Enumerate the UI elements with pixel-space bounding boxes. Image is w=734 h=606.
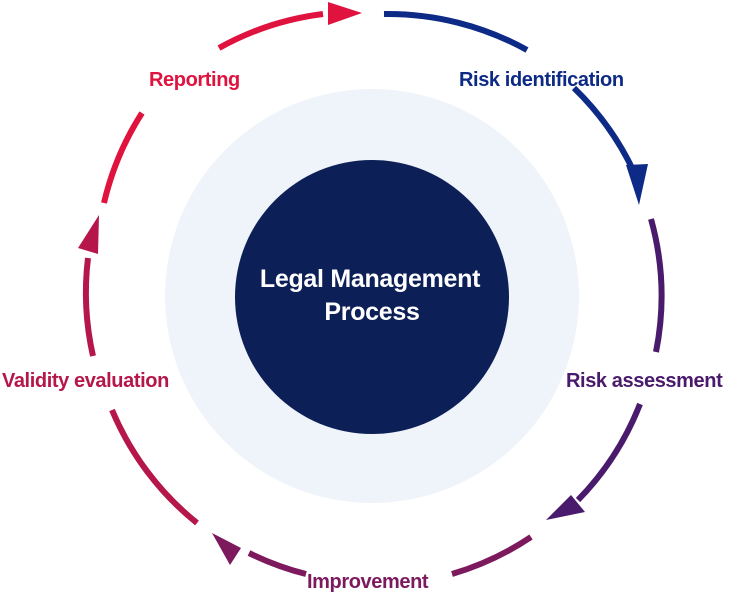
arrowhead-validity-evaluation-icon <box>78 215 99 254</box>
label-validity-evaluation: Validity evaluation <box>2 370 169 392</box>
arrowhead-improvement-icon <box>212 533 241 565</box>
arc-reporting-high <box>217 11 324 51</box>
center-title-line1: Legal Management <box>260 265 481 293</box>
arc-reporting-low <box>101 111 145 204</box>
arc-validity-evaluation-high <box>82 257 96 357</box>
stage-risk-assessment: Risk assessment <box>546 218 723 520</box>
arc-improvement-right <box>451 534 533 577</box>
arc-risk-assessment-2 <box>575 402 643 503</box>
arrowhead-risk-assessment-icon <box>546 495 585 520</box>
label-risk-assessment: Risk assessment <box>566 370 723 392</box>
label-risk-identification: Risk identification <box>459 69 624 91</box>
arc-validity-evaluation-low <box>109 408 199 526</box>
stage-improvement: Improvement <box>212 533 533 593</box>
arc-improvement-left <box>247 550 307 577</box>
arrowhead-risk-identification-icon <box>626 164 648 205</box>
stage-validity-evaluation: Validity evaluation <box>2 215 199 526</box>
stage-risk-identification: Risk identification <box>383 10 648 205</box>
label-improvement: Improvement <box>307 571 429 593</box>
arc-risk-identification-2 <box>571 85 637 174</box>
arrowhead-reporting-icon <box>328 2 362 25</box>
label-reporting: Reporting <box>149 69 240 91</box>
arc-risk-assessment <box>648 218 665 353</box>
stage-reporting: Reporting <box>101 2 362 204</box>
center-title-line2: Process <box>324 298 419 326</box>
arc-risk-identification <box>383 10 529 53</box>
center-circle <box>235 160 509 434</box>
